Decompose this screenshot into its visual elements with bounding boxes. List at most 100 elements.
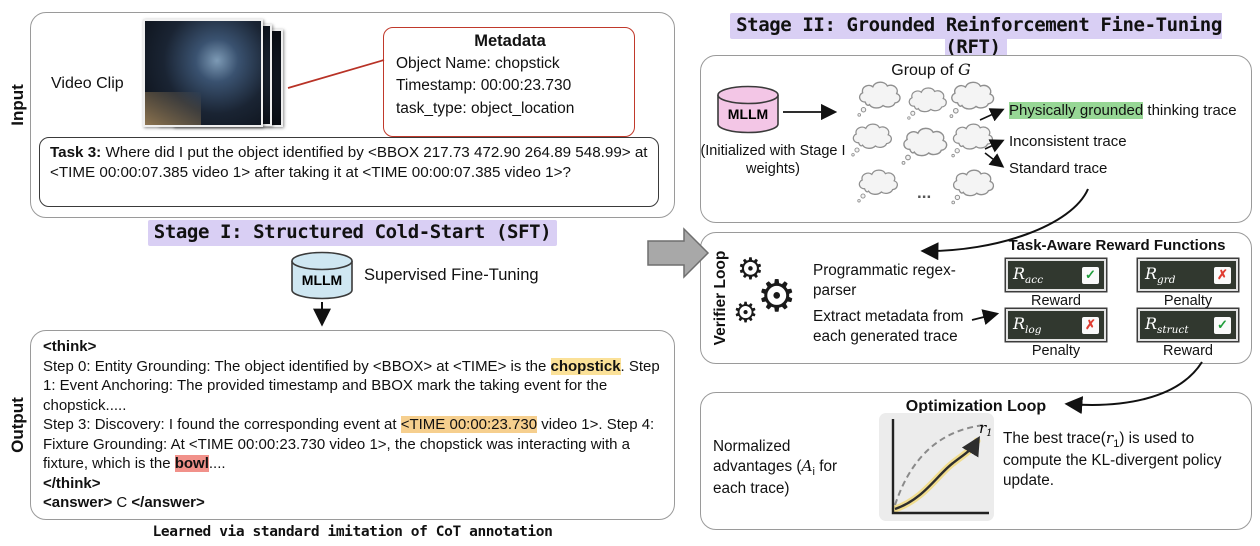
answer-line: <answer> C </answer> [43,493,661,513]
reward-board: Rgrd ✗ [1138,259,1238,291]
reward-cell-grd: Rgrd ✗ Penalty [1138,259,1238,309]
task-label: Task 3: [50,144,102,161]
best-trace-post: ) is used to compute the KL-divergent po… [1003,430,1222,489]
grounded-rest: thinking trace [1143,102,1237,119]
best-trace-var: r [1105,429,1114,447]
reward-var: R [1145,263,1158,283]
verifier-panel: Verifier Loop ⚙ ⚙ ⚙ Programmatic regex-p… [700,232,1252,364]
grounded-highlight: Physically grounded [1009,102,1144,119]
extract-text: Extract metadata from each generated tra… [813,308,964,345]
optimization-title: Optimization Loop [905,398,1047,415]
reward-cell-log: Rlog ✗ Penalty [1006,309,1106,359]
answer-open-tag: <answer> [43,494,113,511]
trace-grounded: Physically grounded thinking trace [1009,102,1237,119]
reward-label: Penalty [1163,293,1213,309]
step0-text: Step 0: Entity Grounding: The object ide… [43,357,551,375]
reward-var: R [1013,263,1026,283]
output-section-label: Output [8,397,27,453]
advantages-sub: i [812,465,815,478]
group-size-label: Group of G [861,60,1001,80]
check-icon: ✓ [1082,266,1099,284]
stage2-title-text: Stage II: Grounded Reinforcement Fine-Tu… [730,13,1222,61]
cot-steps: Step 0: Entity Grounding: The object ide… [43,357,661,474]
stage1-title-text: Stage I: Structured Cold-Start (SFT) [147,220,558,246]
answer-close-tag: </answer> [131,494,205,511]
reward-symbol: Rgrd [1145,264,1176,286]
metadata-title: Metadata [474,32,546,50]
step3-text: Step 3: Discovery: I found the correspon… [43,416,401,433]
reward-cell-struct: Rstruct ✓ Reward [1138,309,1238,359]
dashed-curve [894,424,986,506]
mllm-label: MLLM [728,106,768,122]
r1-label: r1 [979,419,993,439]
mllm-database-icon: MLLM [717,85,779,134]
best-trace-text: The best trace(r1) is used to compute th… [1003,429,1243,490]
advantages-pre: Normalized advantages ( [713,438,802,475]
step4-text: video 1>. Step 4: Fixture Grounding: At … [43,416,655,472]
check-icon: ✓ [1214,316,1231,334]
reward-symbol: Racc [1013,264,1043,286]
metadata-line: Object Name: chopstick [396,55,560,72]
entity-highlight: chopstick [550,357,621,375]
group-var: G [957,60,971,79]
reward-symbol: Rstruct [1145,314,1189,336]
gear-icon: ⚙ [737,253,764,286]
step1-text: . Step 1: Event Anchoring: The provided … [43,357,660,414]
input-section-label: Input [8,84,27,126]
verifier-loop-label: Verifier Loop [712,250,729,346]
thought-bubbles-icon: ... [851,81,995,205]
sampling-panel: MLLM (Initialized with Stage I weights) … [700,55,1252,223]
trace-inconsistent: Inconsistent trace [1009,133,1127,150]
best-trace-pre: The best trace( [1003,430,1106,447]
svg-text:...: ... [917,183,931,202]
video-frame-front [143,19,263,127]
gear-icon: ⚙ [733,297,759,328]
think-close-tag: </think> [43,474,101,492]
task-box: Task 3: Where did I put the object ident… [39,137,659,207]
advantages-text: Normalized advantages (Ai for each trace… [713,437,873,498]
metadata-line: Timestamp: 00:00:23.730 [396,77,572,95]
trace-standard: Standard trace [1009,160,1108,177]
think-open-tag: <think> [43,338,97,355]
parser-text: Programmatic regex-parser [813,262,956,299]
reward-board: Racc ✓ [1006,259,1106,291]
answer-value: C [112,494,132,511]
stage1-title: Stage I: Structured Cold-Start (SFT) [30,220,675,246]
video-frames-icon [143,19,293,131]
reward-sub: struct [1157,324,1189,337]
metadata-line: task_type: object_location [396,99,575,117]
reward-label: Reward [1031,293,1081,309]
advantages-var: A [801,456,813,475]
gear-icon: ⚙ [757,272,797,321]
reward-var: R [1013,313,1026,333]
fixture-highlight: bowl [174,455,209,472]
stage1-caption: Learned via standard imitation of CoT an… [152,524,553,540]
reward-cell-acc: Racc ✓ Reward [1006,259,1106,309]
reward-sub: log [1025,324,1042,337]
task-text: Where did I put the object identified by… [50,144,648,182]
input-panel: Video Clip Metadata Object Name: chopsti… [30,12,675,218]
rewards-title: Task-Aware Reward Functions [1008,237,1226,254]
trailing-dots: .... [208,455,226,472]
solid-curve [894,436,980,511]
cot-trace-text: <think> Step 0: Entity Grounding: The ob… [43,337,661,513]
reward-label: Reward [1163,343,1213,359]
mllm-label: MLLM [302,272,342,288]
reward-symbol: Rlog [1013,314,1041,336]
reward-label: Penalty [1031,343,1081,359]
reward-board: Rstruct ✓ [1138,309,1238,341]
reward-curve-chart: r1 [879,413,994,521]
cross-icon: ✗ [1082,316,1099,334]
best-trace-sub: 1 [1113,438,1120,451]
reward-sub: grd [1157,274,1176,287]
optimization-panel: Optimization Loop Normalized advantages … [700,392,1252,530]
sft-label: Supervised Fine-Tuning [364,266,539,284]
time-highlight: <TIME 00:00:23.730 [400,416,538,433]
chart-axes [891,419,989,515]
group-pre-text: Group of [891,62,958,79]
advantages-post: for each trace) [713,457,838,497]
mllm-database-icon: MLLM [291,251,353,300]
reward-board: Rlog ✗ [1006,309,1106,341]
reward-sub: acc [1025,274,1044,287]
stage2-title: Stage II: Grounded Reinforcement Fine-Tu… [698,13,1254,61]
